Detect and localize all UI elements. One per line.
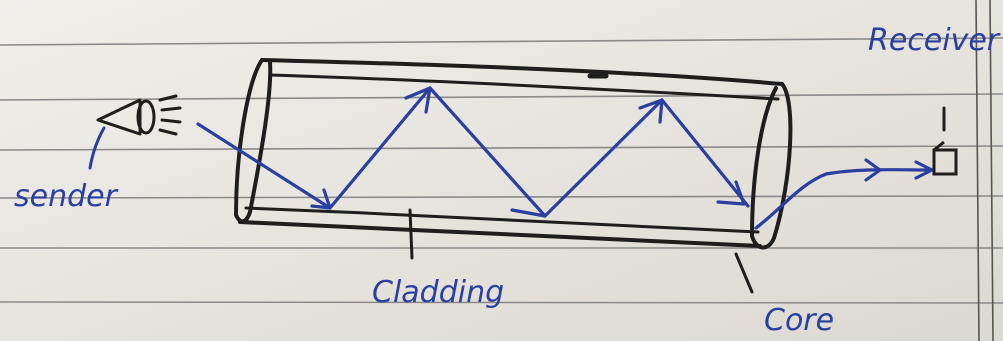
light-ray xyxy=(196,86,934,230)
arrowhead xyxy=(310,188,332,210)
arrowhead xyxy=(638,98,664,124)
arrowhead xyxy=(864,158,882,182)
core-label: Core xyxy=(764,303,834,338)
cladding-label: Cladding xyxy=(372,275,504,310)
arrowhead xyxy=(716,180,746,206)
core-pointer xyxy=(734,252,754,294)
arrowhead xyxy=(404,86,432,114)
sender-label: sender xyxy=(14,179,119,214)
fibre-cable xyxy=(234,58,793,250)
receiver-icon xyxy=(932,140,958,176)
cladding-pointer xyxy=(408,208,414,260)
sender-icon xyxy=(96,94,182,136)
exit-ray xyxy=(754,168,934,230)
sender-pointer xyxy=(88,126,106,170)
zigzag-ray-path xyxy=(196,86,750,218)
margin-lines xyxy=(975,0,994,341)
arrowhead xyxy=(510,208,547,218)
receiver-label: Receiver xyxy=(868,23,1001,58)
arrowhead xyxy=(914,160,934,180)
